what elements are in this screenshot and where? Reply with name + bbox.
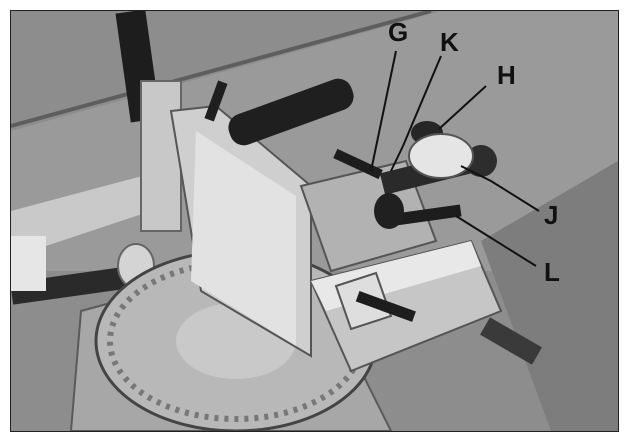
callout-label-g: G: [388, 17, 408, 47]
leader-k: [390, 55, 442, 172]
callout-leaders: [370, 50, 540, 267]
callout-label-h: H: [497, 60, 516, 90]
lever-hub: [374, 193, 404, 229]
callout-label-l: L: [544, 257, 560, 287]
bracket-ring-j: [408, 133, 474, 179]
saw-table-photo: G K H J L: [10, 10, 619, 432]
fence-post-plate: [140, 80, 182, 232]
front-lever: [355, 291, 416, 322]
left-rod: [11, 263, 152, 305]
leader-j: [460, 165, 540, 212]
left-rail: [11, 171, 181, 256]
miter-bar: [480, 317, 542, 365]
callout-label-k: K: [440, 27, 459, 57]
leader-g: [370, 50, 397, 172]
leader-l: [455, 215, 537, 267]
guard-side-panel: [191, 131, 296, 346]
lower-lever-l: [395, 204, 462, 226]
upper-lever-g: [333, 148, 383, 180]
table-right-edge: [481, 161, 618, 431]
leader-h: [438, 85, 487, 130]
callout-label-j: J: [544, 200, 558, 230]
table-slot-line: [11, 11, 432, 128]
left-bracket: [11, 236, 46, 291]
lever-handle-icon: [204, 78, 354, 146]
